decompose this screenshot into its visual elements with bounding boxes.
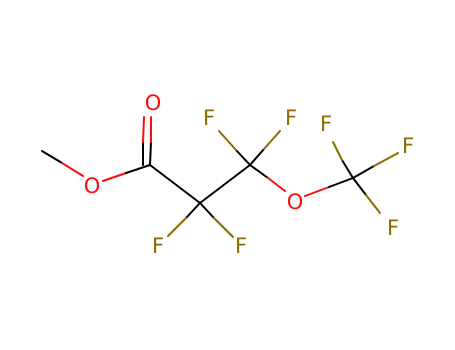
bond-alpha-f2-carbon bbox=[199, 202, 215, 219]
bond-carbonyl-a-carbon bbox=[149, 141, 152, 166]
atom-f-beta-2: F bbox=[285, 106, 297, 130]
atom-f-alpha-1: F bbox=[152, 234, 164, 258]
bond-c-c-alpha bbox=[149, 164, 201, 204]
atom-f-cf3-2: F bbox=[402, 134, 414, 158]
bond-alpha-f2-fluorine bbox=[213, 217, 234, 238]
bond-beta-f2-fluorine bbox=[263, 130, 281, 150]
bond-beta-f1-fluorine bbox=[218, 130, 237, 151]
bond-cf3-f1-fluorine bbox=[332, 141, 343, 161]
bond-methyl-carbon bbox=[41, 150, 63, 164]
bond-cf3-f2-fluorine bbox=[373, 152, 399, 167]
bonds bbox=[41, 116, 399, 238]
bond-beta-ether-carbon bbox=[249, 164, 269, 179]
bond-ether-cf3-carbon bbox=[328, 177, 354, 188]
bond-ether-cf3-oxygen bbox=[304, 186, 330, 197]
bond-ester-oxygen bbox=[102, 172, 127, 182]
bond-ester-carbon bbox=[125, 164, 151, 174]
atom-labels: O O F F F F O F F F bbox=[84, 91, 414, 258]
bond-methyl-oxygen bbox=[61, 162, 84, 177]
bond-cf3-f3-carbon bbox=[352, 177, 367, 196]
atom-o-methoxy: O bbox=[84, 174, 101, 198]
atom-f-cf3-1: F bbox=[320, 112, 332, 136]
atom-f-beta-1: F bbox=[203, 106, 215, 130]
bond-c-alpha-c-beta bbox=[199, 164, 251, 204]
bond-alpha-f1-fluorine bbox=[167, 217, 187, 237]
bond-beta-f1-carbon bbox=[235, 149, 251, 166]
atom-f-alpha-2: F bbox=[235, 234, 247, 258]
bond-alpha-f1-carbon bbox=[185, 202, 201, 219]
atom-f-cf3-3: F bbox=[387, 216, 399, 240]
bond-cf3-f2-carbon bbox=[352, 165, 375, 179]
bond-cf3-f1-carbon bbox=[341, 159, 354, 179]
bond-cf3-f3-fluorine bbox=[365, 194, 381, 214]
atom-o-ether: O bbox=[287, 190, 304, 214]
atom-o-carbonyl: O bbox=[145, 91, 162, 115]
bond-beta-f2-carbon bbox=[249, 148, 265, 166]
bond-beta-ether-oxygen bbox=[267, 177, 286, 192]
bond-carbonyl-b-oxygen bbox=[142, 116, 145, 143]
